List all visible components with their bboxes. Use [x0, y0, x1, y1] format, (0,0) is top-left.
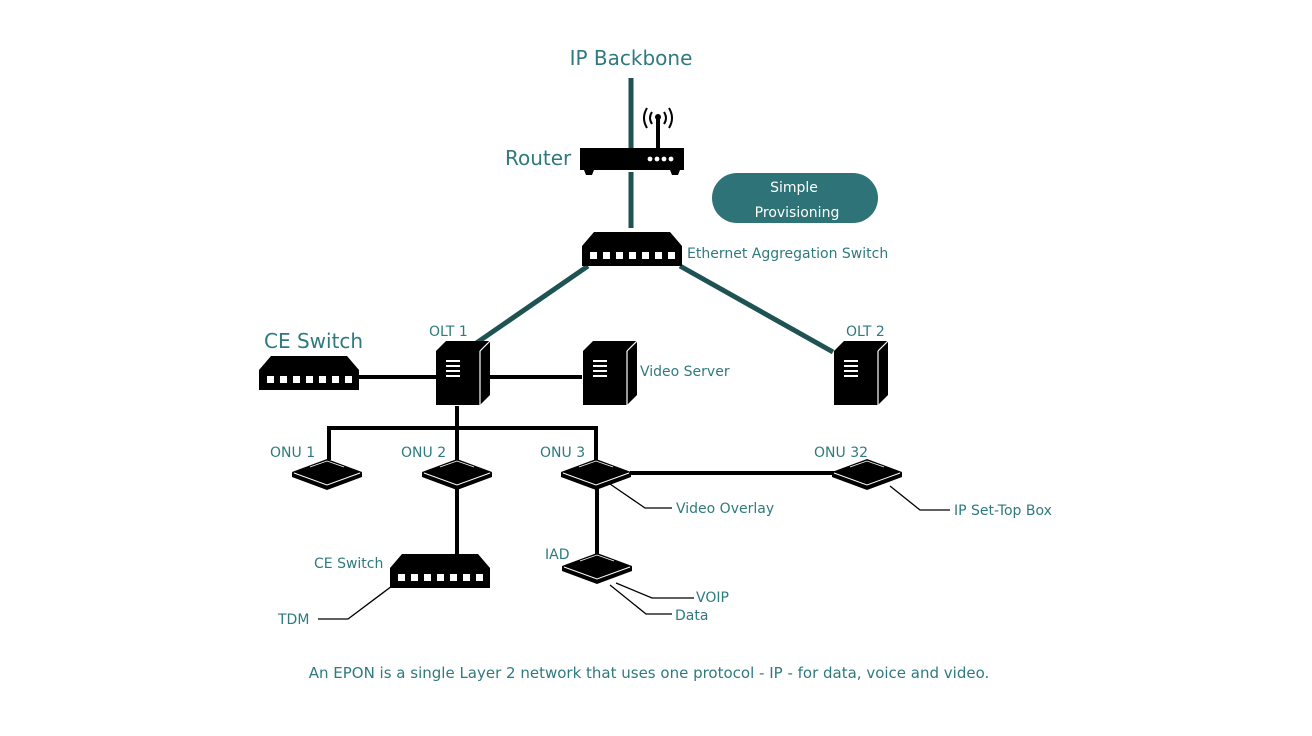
- onu3-label: ONU 3: [540, 445, 585, 461]
- diagram-caption: An EPON is a single Layer 2 network that…: [309, 664, 990, 682]
- ip-stb-label: IP Set-Top Box: [954, 503, 1052, 519]
- switch-icon: [582, 232, 682, 266]
- onu1-device: [291, 458, 363, 491]
- ip-backbone-label: IP Backbone: [570, 46, 693, 70]
- onu1-label: ONU 1: [270, 445, 315, 461]
- splitter-bus: [327, 426, 598, 460]
- onu2-device: [421, 458, 493, 491]
- server-icon: [435, 340, 491, 406]
- video-overlay-label: Video Overlay: [676, 501, 774, 517]
- ethernet-aggregation-switch: [582, 232, 682, 266]
- onu-icon: [421, 458, 493, 491]
- switch-icon: [259, 356, 359, 390]
- wifi-antenna-icon: [643, 107, 673, 148]
- onu2-label: ONU 2: [401, 445, 446, 461]
- tdm-label: TDM: [277, 612, 309, 628]
- iad-device: [561, 552, 633, 585]
- server-icon: [833, 340, 889, 406]
- ce-switch-top-label: CE Switch: [264, 329, 363, 353]
- onu-icon: [561, 552, 633, 585]
- video-server: [582, 340, 638, 406]
- connection-lines: [318, 78, 950, 620]
- router-label: Router: [505, 146, 572, 170]
- data-label: Data: [675, 608, 708, 624]
- provisioning-line2: Provisioning: [755, 205, 840, 221]
- provisioning-line1: Simple: [770, 180, 818, 196]
- onu-icon: [291, 458, 363, 491]
- olt2-server: [833, 340, 889, 406]
- onu3-device: [560, 458, 632, 491]
- switch-olt2-link: [678, 263, 835, 355]
- simple-provisioning-bubble: Simple Provisioning: [712, 173, 878, 223]
- router-device: [580, 148, 684, 175]
- video-overlay-callout: [609, 483, 672, 509]
- tdm-callout: [318, 585, 393, 620]
- server-icon: [582, 340, 638, 406]
- iad-label: IAD: [545, 547, 570, 563]
- onu-icon: [560, 458, 632, 491]
- onu32-label: ONU 32: [814, 445, 868, 461]
- eth-switch-label: Ethernet Aggregation Switch: [687, 246, 888, 262]
- ce-switch-top: [259, 356, 359, 390]
- ce-switch-bottom-label: CE Switch: [314, 556, 383, 572]
- olt2-label: OLT 2: [846, 324, 885, 340]
- ip-stb-callout: [889, 485, 950, 511]
- onu-icon: [831, 458, 903, 491]
- switch-olt1-link: [470, 263, 590, 349]
- voip-label: VOIP: [696, 590, 729, 606]
- video-server-label: Video Server: [640, 364, 730, 380]
- olt1-server: [435, 340, 491, 406]
- router-icon: [580, 148, 684, 175]
- ce-switch-bottom: [390, 554, 490, 588]
- voip-callout: [615, 582, 694, 599]
- data-callout: [609, 584, 672, 615]
- onu32-device: [831, 458, 903, 491]
- switch-icon: [390, 554, 490, 588]
- olt1-label: OLT 1: [429, 324, 468, 340]
